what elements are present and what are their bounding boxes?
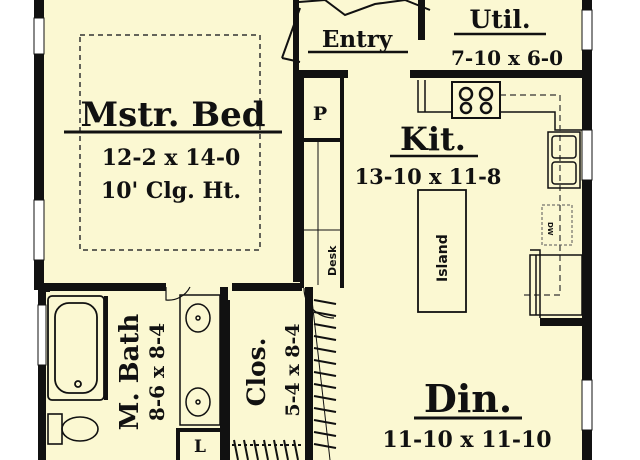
kitchen-upper-cabinets xyxy=(500,94,561,296)
bed-bath-wall-left xyxy=(38,283,166,291)
linen-label: L xyxy=(194,437,206,457)
utility-left-wall xyxy=(418,0,425,40)
pantry-right-wall xyxy=(340,78,344,288)
bath-vanity xyxy=(179,294,221,426)
desk-label: Desk xyxy=(326,245,339,276)
closet-right-wall xyxy=(305,287,313,460)
bed-right-wall xyxy=(293,72,301,282)
closet-size: 5-4 x 8-4 xyxy=(282,323,304,416)
pantry-label: P xyxy=(313,103,327,125)
utility-name: Util. xyxy=(469,5,530,34)
refrigerator xyxy=(529,254,583,316)
exterior-wall-right xyxy=(582,0,592,460)
toilet xyxy=(47,413,99,445)
counter-end-wall xyxy=(540,318,588,326)
cooktop xyxy=(451,81,501,119)
linen-top-wall xyxy=(176,428,222,432)
master-bath-size: 8-6 x 8-4 xyxy=(145,323,169,421)
master-bed-ceiling: 10' Clg. Ht. xyxy=(101,178,241,204)
utility-size: 7-10 x 6-0 xyxy=(451,46,563,70)
outside-left-bottom xyxy=(0,290,44,460)
kitchen-size: 13-10 x 11-8 xyxy=(355,164,502,189)
bath-right-wall xyxy=(220,287,228,460)
window-left-1 xyxy=(33,17,45,55)
windows xyxy=(33,9,593,431)
window-right-1 xyxy=(581,9,593,51)
bed-bath-wall-right xyxy=(232,283,302,291)
kitchen-sink xyxy=(547,131,581,189)
window-right-3 xyxy=(581,379,593,431)
bed-outline xyxy=(79,34,261,251)
entry-bottom-wall xyxy=(293,70,348,78)
kitchen-name: Kit. xyxy=(400,120,466,158)
entry-left-wall xyxy=(293,0,299,72)
pantry-left-wall xyxy=(300,78,304,288)
window-right-2 xyxy=(581,129,593,181)
exterior-wall-left-upper xyxy=(34,0,44,290)
dishwasher-label: DW xyxy=(546,222,554,236)
window-left-3 xyxy=(37,304,47,366)
closet-name: Clos. xyxy=(242,338,271,407)
exterior-wall-left-lower xyxy=(38,284,46,460)
dining-name: Din. xyxy=(424,376,512,421)
door-swings xyxy=(165,286,335,319)
master-bed-name: Mstr. Bed xyxy=(80,95,265,135)
closet-left-wall xyxy=(228,300,230,460)
pantry-divider xyxy=(300,138,344,142)
master-bed-size: 12-2 x 14-0 xyxy=(102,145,241,171)
dishwasher xyxy=(541,204,573,246)
kitchen-island xyxy=(417,189,467,313)
linen-left-wall xyxy=(176,428,180,460)
utility-bottom-wall xyxy=(410,70,588,78)
entry-name: Entry xyxy=(322,26,393,53)
island-label: Island xyxy=(435,234,451,282)
closet-bottom-rack xyxy=(233,439,299,460)
walls xyxy=(34,0,592,460)
entry-door xyxy=(281,0,431,63)
shower-partition xyxy=(104,296,108,400)
dining-size: 11-10 x 11-10 xyxy=(382,427,551,453)
window-left-2 xyxy=(33,199,45,261)
master-bath-name: M. Bath xyxy=(115,314,145,431)
desk-detail xyxy=(304,142,340,285)
